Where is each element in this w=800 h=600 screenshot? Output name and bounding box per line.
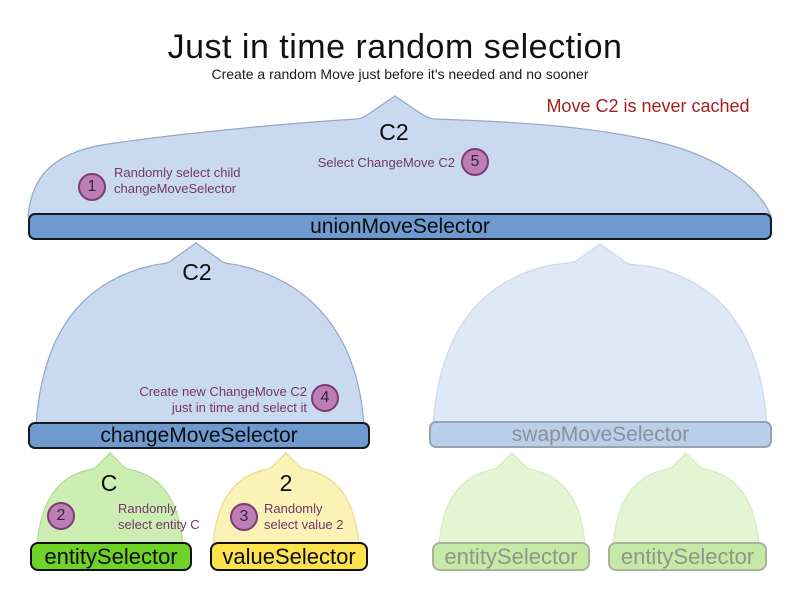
faded-entity-dome-shape-2	[612, 452, 760, 546]
step-badge-3: 3	[230, 503, 258, 531]
union-move-selector-label: unionMoveSelector	[310, 214, 490, 238]
move-output-label-mid: C2	[182, 259, 212, 285]
change-move-selector-label: changeMoveSelector	[100, 423, 298, 447]
faded-entity-dome-shape-1	[438, 452, 586, 546]
union-output-dome-shape	[27, 95, 772, 217]
page-title: Just in time random selection	[167, 28, 623, 66]
value-selector-box: valueSelector	[210, 542, 368, 571]
step-badge-4: 4	[311, 384, 339, 412]
entity-selector-label: entitySelector	[44, 543, 178, 569]
entity-output-label: C	[100, 470, 118, 496]
step-text-5: Select ChangeMove C2	[317, 155, 455, 170]
faded-entity-selector-box-2: entitySelector	[608, 542, 767, 571]
swap-move-selector-label: swapMoveSelector	[511, 422, 690, 446]
change-move-selector-bar: changeMoveSelector	[28, 422, 370, 449]
step-text-1: Randomly select child changeMoveSelector	[114, 165, 241, 196]
faded-entity-selector-label-2: entitySelector	[620, 543, 755, 569]
value-selector-label: valueSelector	[222, 543, 356, 569]
swap-output-dome-shape	[432, 243, 768, 427]
step-text-2: Randomly select entity C	[118, 501, 200, 532]
page-subtitle: Create a random Move just before it's ne…	[211, 66, 589, 82]
change-output-dome-shape	[35, 242, 365, 427]
swap-move-selector-bar: swapMoveSelector	[429, 421, 772, 448]
step-badge-5: 5	[461, 148, 489, 176]
step-text-3: Randomly select value 2	[264, 501, 344, 532]
step-badge-2: 2	[47, 502, 75, 530]
entity-selector-box: entitySelector	[30, 542, 192, 571]
faded-entity-selector-label-1: entitySelector	[444, 543, 578, 569]
step-text-4: Create new ChangeMove C2 just in time an…	[139, 384, 307, 415]
union-move-selector-bar: unionMoveSelector	[28, 213, 772, 240]
faded-entity-selector-box-1: entitySelector	[432, 542, 590, 571]
move-output-label-top: C2	[379, 119, 409, 145]
value-output-label: 2	[279, 470, 293, 496]
step-badge-1: 1	[78, 173, 106, 201]
cache-annotation: Move C2 is never cached	[546, 96, 750, 116]
